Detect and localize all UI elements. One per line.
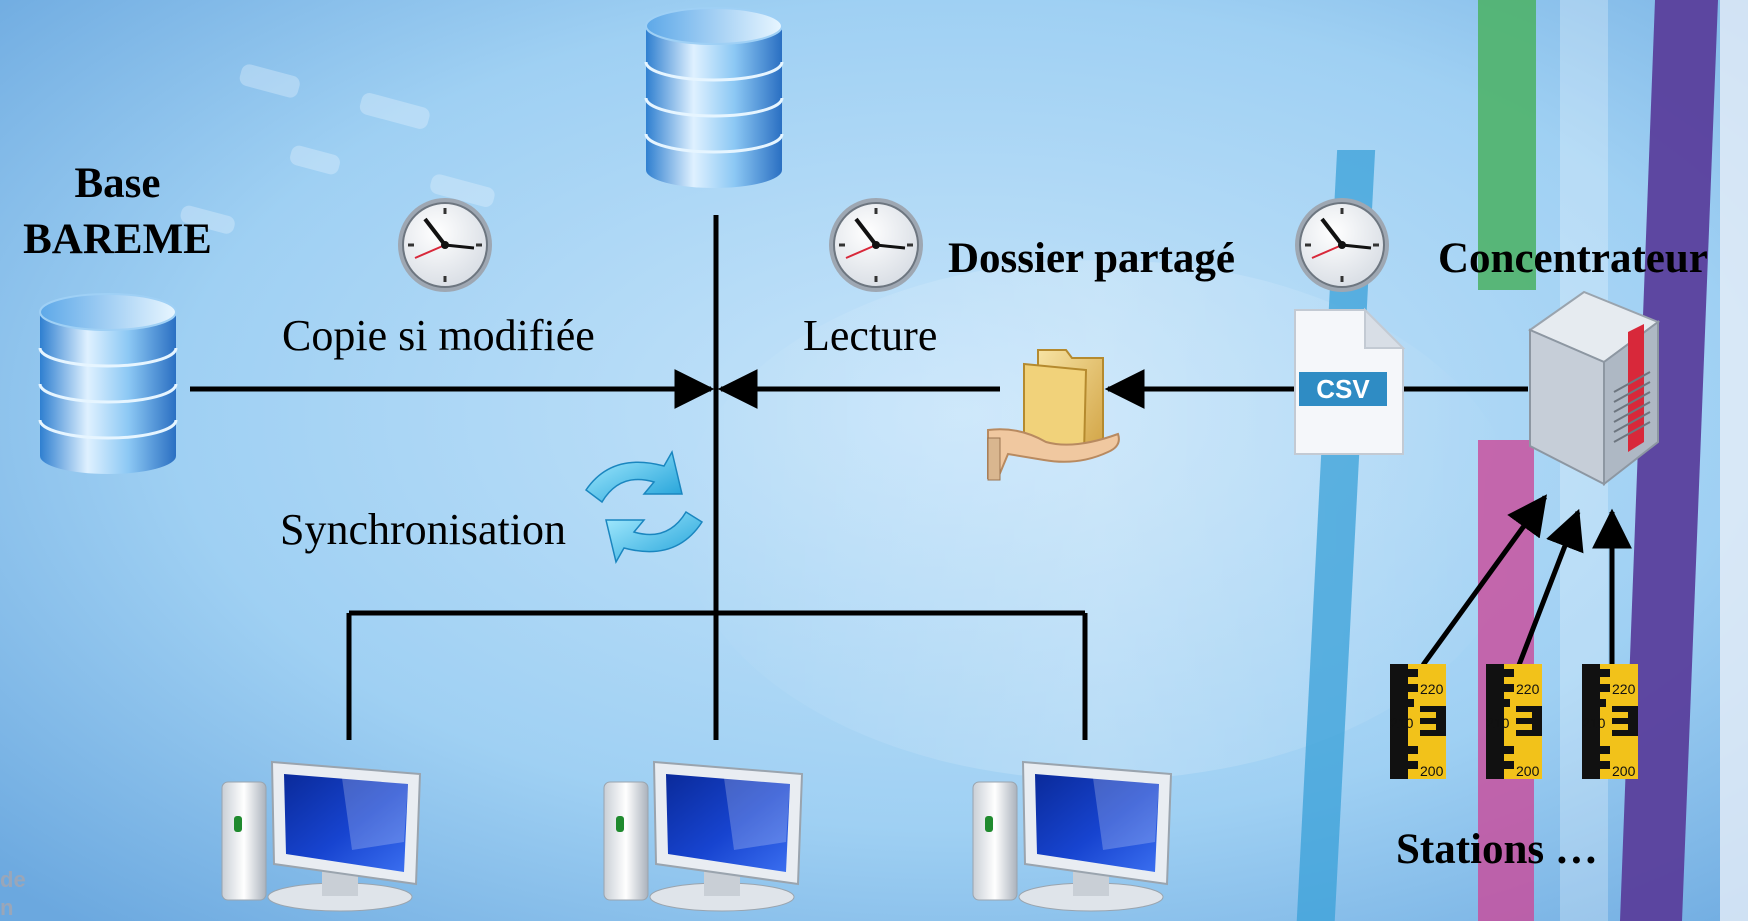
base-bareme-label: Base BAREME — [23, 160, 212, 263]
connector-lines — [190, 215, 1632, 740]
computer-icon-1 — [221, 761, 421, 912]
gauge-station-icon-1 — [1390, 664, 1446, 779]
computer-icon-2 — [603, 761, 803, 912]
gauge-station-icon-3 — [1582, 664, 1638, 779]
copie-label: Copie si modifiée — [282, 311, 595, 360]
synchronisation-label: Synchronisation — [280, 505, 566, 554]
computer-icon-3 — [972, 761, 1172, 912]
csv-label: CSV — [1316, 374, 1370, 404]
corner-text: de n — [0, 867, 26, 920]
gauge-station-icon-2 — [1486, 664, 1542, 779]
bareme-database-icon — [38, 292, 178, 476]
sync-arrows-icon — [584, 449, 704, 565]
lecture-label: Lecture — [803, 311, 938, 360]
stations-label: Stations … — [1396, 826, 1598, 873]
dossier-partage-label: Dossier partagé — [948, 235, 1236, 282]
central-database-icon — [644, 6, 784, 190]
server-icon — [1527, 290, 1661, 487]
clock-icon-copie — [396, 196, 494, 294]
concentrateur-label: Concentrateur — [1438, 235, 1708, 282]
csv-file-icon: CSV — [1294, 307, 1406, 455]
folder-hand-icon — [987, 349, 1120, 481]
clock-icon-concentrateur — [1293, 196, 1391, 294]
clock-icon-lecture — [827, 196, 925, 294]
